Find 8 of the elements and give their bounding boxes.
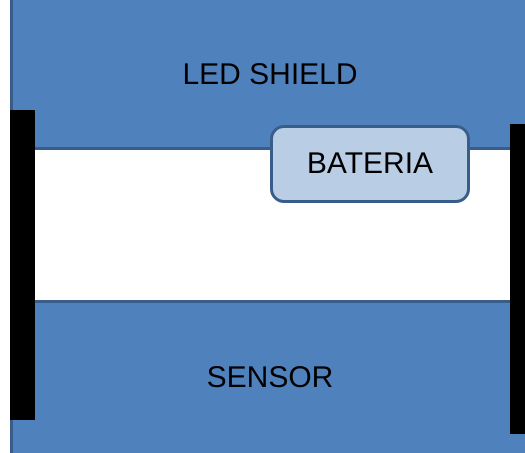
battery-box [270, 125, 470, 203]
node-label: BATERIA [306, 147, 434, 181]
standoff-bar [510, 124, 525, 434]
node-label: SENSOR [206, 361, 334, 395]
node-label: LED SHIELD [182, 58, 358, 92]
standoff-bar [10, 110, 35, 420]
shield-board [10, 0, 525, 150]
sensor-board [10, 300, 525, 453]
